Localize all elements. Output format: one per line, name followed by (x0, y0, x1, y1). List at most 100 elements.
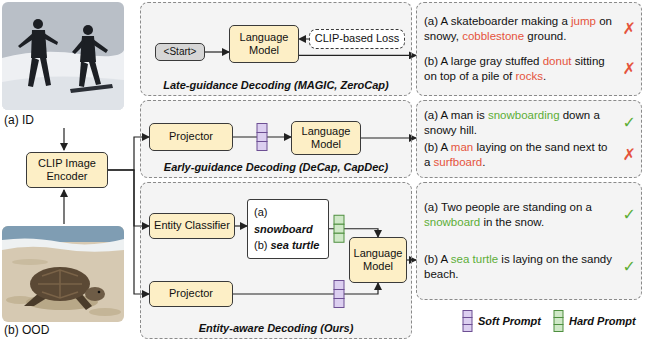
turtle-head (85, 287, 105, 301)
box-label: Language Model (233, 31, 295, 57)
box-label: CLIP-based Loss (315, 32, 399, 45)
panel-fills (140, 2, 642, 339)
prompt-cell (463, 311, 472, 318)
projector-box: Projector (149, 281, 233, 307)
caption-text: (a) A man is snowboarding down a snowy h… (424, 108, 615, 138)
legend-entry: Soft Prompt (462, 309, 541, 333)
leg (79, 61, 88, 87)
arm (43, 33, 58, 45)
panel-title: Entity-aware Decoding (Ours) (141, 322, 411, 334)
cross-mark: ✗ (623, 59, 636, 79)
beach-photo (2, 226, 124, 322)
panel-fill (140, 182, 412, 339)
prompt-cell (554, 325, 563, 332)
image-caption: (a) ID (4, 113, 34, 127)
prompt-cell (334, 281, 344, 290)
highlighted-word: sea turtle (271, 239, 320, 251)
box-label: Projector (169, 130, 213, 143)
prompt-cell (257, 133, 267, 142)
loss-box: CLIP-based Loss (309, 29, 405, 49)
caption-panel: (a) A man is snowboarding down a snowy h… (416, 100, 642, 178)
highlighted-word: surfboard (434, 156, 483, 168)
legend: Soft Prompt Hard Prompt (462, 309, 636, 333)
prompt-cell (334, 224, 344, 233)
start-token-box: <Start> (155, 43, 205, 61)
caption-text: (a) Two people are standing on a snowboa… (424, 200, 615, 230)
language-model-box: Language Model (291, 121, 361, 155)
input-arrow (63, 190, 64, 224)
connector (108, 170, 149, 294)
head (83, 25, 93, 35)
image-caption: (b) OOD (4, 323, 49, 337)
box-label: Entity Classifier (154, 219, 230, 232)
connector (361, 137, 416, 138)
prompt-cell (463, 318, 472, 325)
connector (205, 51, 229, 52)
box-label: Projector (169, 287, 213, 300)
box-label: <Start> (164, 46, 197, 58)
check-mark: ✓ (623, 257, 636, 277)
cross-mark: ✗ (623, 19, 636, 39)
method-panel: Early-guidance Decoding (DeCap, CapDec)P… (140, 100, 412, 178)
caption-text: (a) A skateboarder making a jump on snow… (424, 14, 615, 44)
connector (108, 170, 149, 226)
legend-label: Soft Prompt (478, 315, 541, 327)
highlighted-word: snowboard (424, 216, 480, 228)
leg (89, 61, 101, 85)
highlighted-word: man (451, 141, 473, 153)
snowboard (70, 84, 113, 93)
prompt-cell (334, 299, 344, 308)
prompt-cell (554, 318, 563, 325)
box-label: CLIP Image Encoder (30, 157, 104, 183)
box-label: Language Model (295, 125, 357, 151)
hard-prompt-stack (334, 215, 344, 242)
snow-shade (2, 76, 124, 110)
check-mark: ✓ (623, 113, 636, 133)
shell-pattern (38, 270, 82, 298)
highlighted-word: snowboarding (488, 109, 560, 121)
connector (235, 225, 247, 226)
legend-swatch (462, 309, 474, 333)
highlighted-word: rocks (515, 70, 542, 82)
method-panel: Entity-aware Decoding (Ours) Entity Class… (140, 182, 412, 339)
turtle-eye (98, 291, 101, 294)
highlighted-word: snowboard (254, 223, 313, 235)
snow-photo (2, 2, 124, 110)
legend-swatch (553, 309, 565, 333)
connector (233, 283, 378, 294)
connectors (108, 39, 416, 294)
panel-fill (140, 100, 412, 178)
panel-fill (416, 2, 642, 96)
prompt-cell (334, 233, 344, 242)
surf (2, 238, 124, 251)
caption-text: (b) A sea turtle is laying on the sandy … (424, 252, 615, 282)
highlighted-word: cobblestone (462, 30, 524, 42)
box-label: (b) sea turtle (254, 237, 319, 254)
language-model-box: Language Model (349, 237, 407, 283)
arm (18, 33, 35, 48)
sand-patch (89, 308, 121, 316)
entity-list-box: (a) snowboard(b) sea turtle (247, 199, 329, 259)
connector (299, 38, 309, 39)
highlighted-word: sea turtle (451, 253, 498, 265)
caption-text: (b) A large gray stuffed donut sitting o… (424, 54, 615, 84)
legend-entry: Hard Prompt (553, 309, 636, 333)
caption-text: (b) A man laying on the sand next to a s… (424, 140, 615, 170)
panel-title: Late-guidance Decoding (MAGIC, ZeroCap) (141, 79, 411, 91)
soft-prompt-stack (257, 124, 267, 151)
panel-fill (416, 100, 642, 178)
panel-fill (140, 2, 412, 96)
sky (2, 2, 124, 110)
leg (28, 57, 39, 87)
prompt-cell (554, 311, 563, 318)
prompt-cell (257, 142, 267, 151)
sand-patch (12, 259, 48, 265)
person (18, 19, 58, 87)
check-mark: ✓ (623, 205, 636, 225)
connector (108, 137, 149, 170)
legend-label: Hard Prompt (569, 315, 636, 327)
prompt-cell (257, 124, 267, 133)
caption-panel: (a) A skateboarder making a jump on snow… (416, 2, 642, 96)
arm (72, 39, 85, 54)
encoder-box: CLIP Image Encoder (26, 152, 108, 188)
